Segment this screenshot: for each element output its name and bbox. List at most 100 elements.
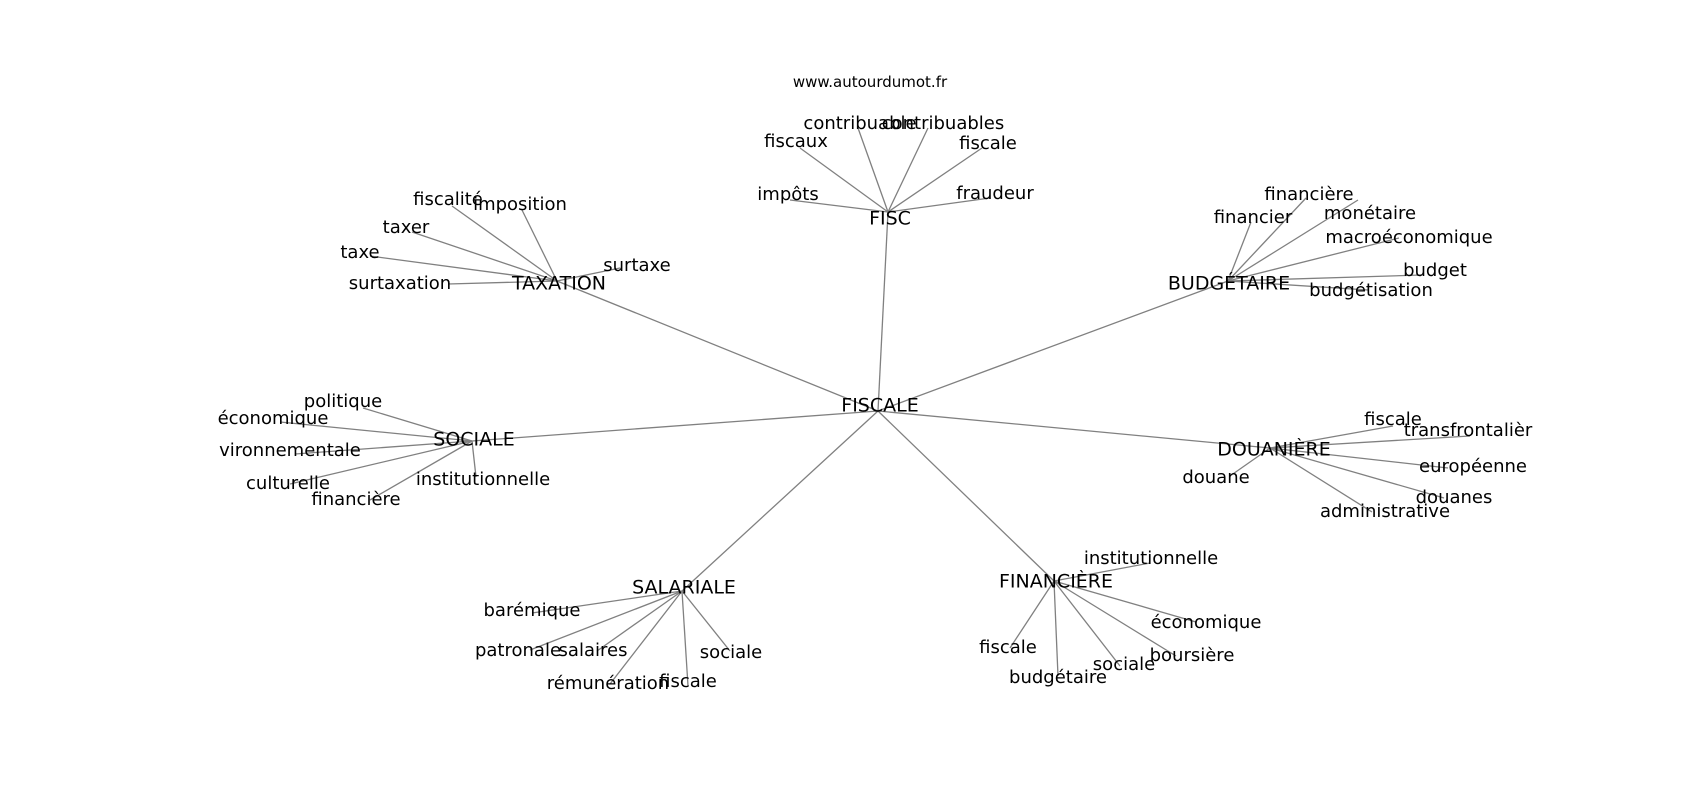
edge-budgetaire-word-2 bbox=[1227, 221, 1252, 282]
edge-salariale-word-4 bbox=[609, 590, 683, 685]
site-watermark: www.autourdumot.fr bbox=[792, 73, 948, 91]
word-douaniere-2[interactable]: douane bbox=[1182, 467, 1250, 488]
edge-salariale-word-5 bbox=[681, 590, 689, 687]
edge-financiere-word-4 bbox=[1009, 580, 1055, 649]
edge-fisc-word-4 bbox=[789, 199, 889, 213]
edge-center-sociale bbox=[471, 410, 879, 442]
word-fisc-0[interactable]: contribuable bbox=[803, 113, 917, 134]
word-budgetaire-5[interactable]: budgétisation bbox=[1309, 280, 1433, 301]
edge-financiere-word-1 bbox=[1053, 580, 1197, 623]
word-douaniere-0[interactable]: fiscale bbox=[1364, 409, 1422, 430]
word-taxation-2[interactable]: taxer bbox=[382, 217, 430, 238]
word-taxation-0[interactable]: fiscalité bbox=[413, 189, 483, 210]
word-budgetaire-1[interactable]: monétaire bbox=[1323, 203, 1417, 224]
word-salariale-2[interactable]: salaires bbox=[558, 640, 628, 661]
edge-center-financiere bbox=[877, 410, 1055, 582]
edge-douaniere-word-3 bbox=[1269, 447, 1449, 469]
edge-budgetaire-word-4 bbox=[1227, 274, 1423, 282]
word-sociale-1[interactable]: économique bbox=[217, 408, 329, 429]
edge-salariale-word-1 bbox=[529, 590, 683, 651]
edge-financiere-word-5 bbox=[1053, 580, 1059, 677]
edge-taxation-word-3 bbox=[369, 255, 558, 282]
word-financiere-2[interactable]: boursière bbox=[1149, 645, 1235, 666]
edge-financiere-word-3 bbox=[1053, 580, 1121, 667]
word-fisc-2[interactable]: fiscaux bbox=[764, 131, 828, 152]
word-douaniere-1[interactable]: transfrontalièr bbox=[1403, 420, 1533, 441]
hub-taxation[interactable]: TAXATION bbox=[511, 272, 607, 295]
edge-budgetaire-word-3 bbox=[1227, 237, 1400, 282]
word-sociale-4[interactable]: institutionnelle bbox=[415, 469, 551, 490]
edge-sociale-word-1 bbox=[279, 421, 473, 442]
edge-sociale-word-0 bbox=[362, 407, 473, 442]
hub-budgetaire[interactable]: BUDGÉTAIRE bbox=[1167, 272, 1291, 295]
word-fisc-5[interactable]: fraudeur bbox=[956, 183, 1034, 204]
word-salariale-0[interactable]: barémique bbox=[483, 600, 581, 621]
word-salariale-1[interactable]: patronale bbox=[474, 640, 562, 661]
word-fisc-1[interactable]: contribuables bbox=[881, 113, 1005, 134]
edge-salariale-word-3 bbox=[681, 590, 731, 652]
word-fisc-4[interactable]: impôts bbox=[757, 184, 819, 205]
word-douaniere-4[interactable]: douanes bbox=[1415, 487, 1493, 508]
edge-taxation-word-1 bbox=[521, 209, 558, 282]
edge-douaniere-word-2 bbox=[1229, 447, 1271, 477]
word-fisc-3[interactable]: fiscale bbox=[959, 133, 1017, 154]
word-taxation-1[interactable]: imposition bbox=[473, 194, 567, 215]
edge-budgetaire-word-1 bbox=[1227, 199, 1359, 282]
edge-center-taxation bbox=[556, 280, 879, 412]
edge-center-fisc bbox=[877, 211, 889, 412]
hub-financiere[interactable]: FINANCIÈRE bbox=[998, 570, 1114, 593]
edge-center-salariale bbox=[681, 410, 879, 592]
word-budgetaire-4[interactable]: budget bbox=[1403, 260, 1467, 281]
edge-fisc-word-0 bbox=[857, 127, 889, 213]
edge-sociale-word-3 bbox=[289, 440, 473, 485]
word-salariale-3[interactable]: sociale bbox=[699, 642, 763, 663]
word-douaniere-3[interactable]: européenne bbox=[1419, 456, 1527, 477]
word-taxation-4[interactable]: surtaxe bbox=[603, 255, 671, 276]
word-sociale-0[interactable]: politique bbox=[303, 391, 383, 412]
hub-fisc[interactable]: FISC bbox=[869, 207, 911, 230]
word-financiere-0[interactable]: institutionnelle bbox=[1083, 548, 1219, 569]
edge-center-budgetaire bbox=[877, 280, 1229, 412]
hub-douaniere[interactable]: DOUANIÈRE bbox=[1217, 438, 1331, 461]
word-financiere-4[interactable]: fiscale bbox=[979, 637, 1037, 658]
edge-taxation-word-5 bbox=[447, 280, 558, 285]
word-financiere-5[interactable]: budgétaire bbox=[1009, 667, 1107, 688]
word-taxation-3[interactable]: taxe bbox=[340, 242, 380, 263]
edge-fisc-word-5 bbox=[887, 197, 991, 213]
word-salariale-5[interactable]: fiscale bbox=[659, 671, 717, 692]
edge-douaniere-word-4 bbox=[1269, 447, 1445, 499]
word-salariale-4[interactable]: rémunération bbox=[546, 673, 670, 694]
edge-sociale-word-5 bbox=[369, 440, 473, 501]
hub-salariale[interactable]: SALARIALE bbox=[632, 576, 736, 599]
edge-douaniere-word-5 bbox=[1269, 447, 1373, 513]
edge-sociale-word-4 bbox=[471, 440, 477, 478]
edge-taxation-word-2 bbox=[411, 231, 558, 282]
word-sociale-3[interactable]: culturelle bbox=[246, 473, 330, 494]
word-sociale-5[interactable]: financière bbox=[311, 489, 401, 510]
word-douaniere-5[interactable]: administrative bbox=[1319, 501, 1451, 522]
edge-sociale-word-2 bbox=[294, 440, 473, 455]
word-financiere-3[interactable]: sociale bbox=[1092, 654, 1156, 675]
edge-taxation-word-4 bbox=[556, 267, 621, 282]
edge-taxation-word-0 bbox=[451, 205, 558, 282]
edge-budgetaire-word-5 bbox=[1227, 280, 1369, 291]
hub-sociale[interactable]: SOCIALE bbox=[433, 428, 515, 451]
center-word[interactable]: FISCALE bbox=[841, 394, 919, 417]
edge-salariale-word-2 bbox=[596, 590, 683, 652]
word-taxation-5[interactable]: surtaxation bbox=[348, 273, 452, 294]
edge-fisc-word-3 bbox=[887, 147, 983, 213]
word-budgetaire-2[interactable]: financier bbox=[1213, 207, 1293, 228]
edge-douaniere-word-0 bbox=[1269, 425, 1394, 449]
word-sociale-2[interactable]: vironnementale bbox=[219, 440, 361, 461]
word-financiere-1[interactable]: économique bbox=[1150, 612, 1262, 633]
edge-center-douaniere bbox=[877, 410, 1271, 449]
word-budgetaire-0[interactable]: financière bbox=[1264, 184, 1354, 205]
edge-salariale-word-0 bbox=[531, 590, 683, 614]
word-budgetaire-3[interactable]: macroéconomique bbox=[1325, 227, 1493, 248]
edge-budgetaire-word-0 bbox=[1227, 197, 1307, 282]
edge-douaniere-word-1 bbox=[1269, 435, 1471, 449]
edge-fisc-word-2 bbox=[799, 147, 889, 213]
edge-financiere-word-2 bbox=[1053, 580, 1177, 657]
edge-fisc-word-1 bbox=[887, 127, 929, 213]
